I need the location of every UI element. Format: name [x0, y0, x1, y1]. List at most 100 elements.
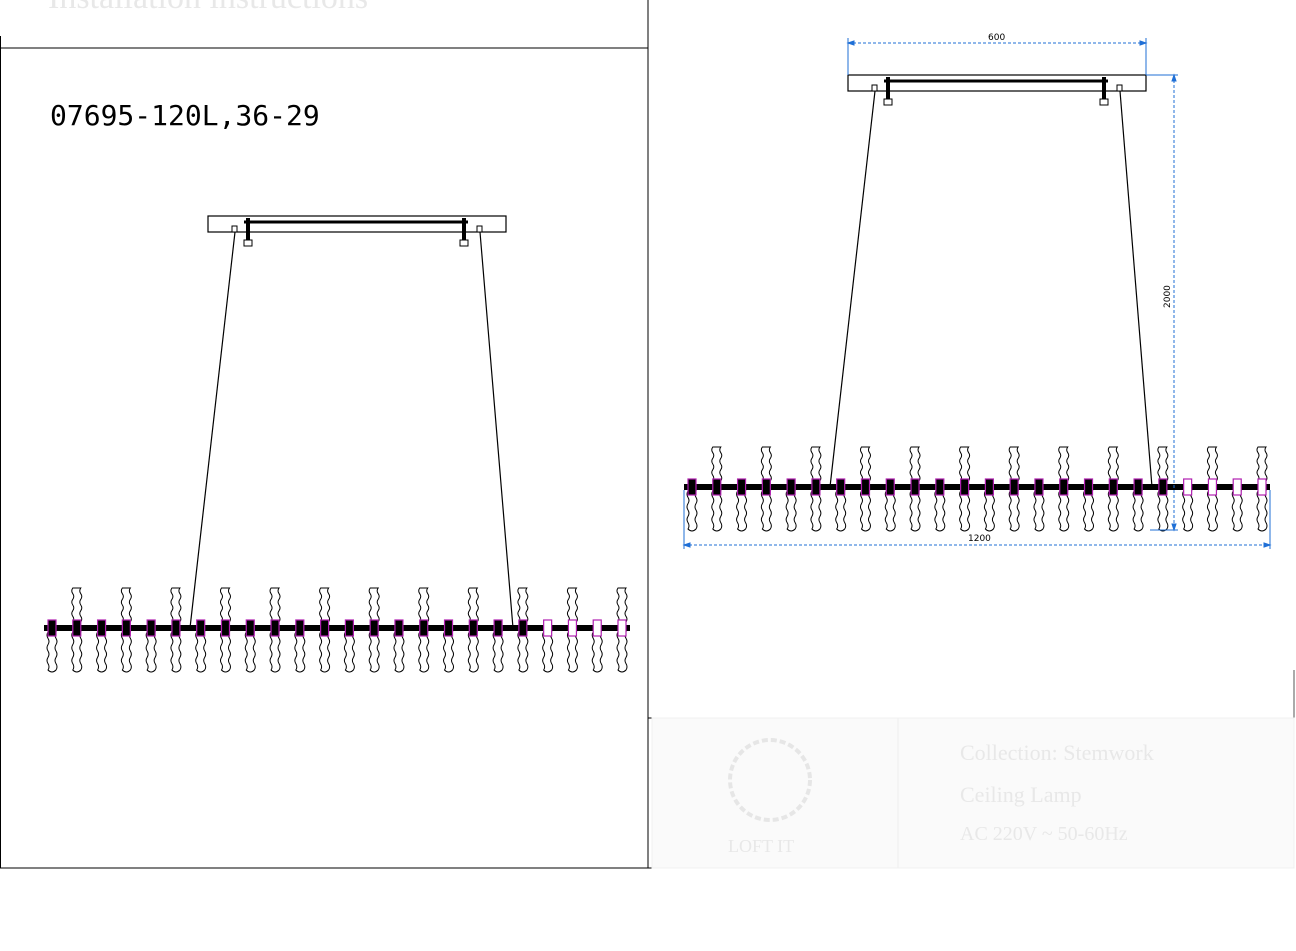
crystal-holder: [220, 619, 231, 637]
crystal-element: [760, 446, 772, 484]
crystal-element: [219, 631, 231, 673]
brand-logo: [728, 738, 812, 822]
right-canopy-screw-right: [1099, 77, 1109, 106]
crystal-element: [46, 631, 58, 673]
crystal-element: [219, 587, 231, 625]
crystal-holder: [171, 619, 181, 637]
crystal-element: [418, 587, 430, 625]
crystal-element: [760, 490, 772, 532]
crystal-holder: [468, 619, 478, 637]
crystal-element: [616, 587, 628, 625]
crystal-element: [785, 490, 797, 532]
sheet-title: Installation instructions: [48, 0, 368, 16]
model-number: 07695-120L,36-29: [50, 99, 320, 132]
crystal-holder: [47, 619, 57, 637]
crystal-holder: [295, 619, 305, 637]
crystal-element: [810, 446, 822, 484]
left-light-bar: [44, 587, 630, 673]
crystal-holder: [518, 619, 528, 637]
crystal-holder: [736, 478, 747, 496]
footer-brand-block: LOFT IT Collection: Stemwork Ceiling Lam…: [651, 717, 1295, 869]
crystal-element: [244, 631, 256, 673]
footer-collection: Collection: Stemwork: [960, 740, 1154, 765]
crystal-element: [120, 587, 132, 625]
crystal-element: [711, 446, 723, 484]
crystal-element: [1058, 490, 1070, 532]
crystal-element: [566, 631, 578, 673]
light-bar-rod: [44, 625, 630, 631]
crystal-element: [711, 490, 723, 532]
crystal-holder: [1059, 478, 1069, 496]
crystal-holder: [786, 478, 796, 496]
footer-category: Ceiling Lamp: [960, 782, 1082, 807]
crystal-holder: [860, 478, 871, 496]
crystal-element: [909, 490, 921, 532]
crystal-element: [686, 490, 698, 532]
crystal-element: [1008, 490, 1020, 532]
crystal-element: [1206, 446, 1218, 484]
crystal-element: [517, 587, 529, 625]
right-suspension-cable-right: [1119, 90, 1153, 488]
crystal-element: [120, 631, 132, 673]
light-bar-rod: [684, 484, 1270, 490]
crystal-element: [1157, 490, 1169, 532]
crystal-element: [393, 631, 405, 673]
right-fixture-drawing: 600 2000 1200: [682, 33, 1272, 549]
crystal-element: [467, 587, 479, 625]
crystal-holder: [885, 478, 895, 496]
crystal-element: [884, 490, 896, 532]
crystal-holder: [811, 478, 821, 496]
crystal-element: [736, 490, 748, 532]
crystal-holder: [443, 619, 454, 637]
left-canopy-screw-right: [459, 218, 469, 247]
crystal-element: [959, 490, 971, 532]
right-canopy-screw-left: [883, 77, 893, 106]
crystal-holder: [1232, 478, 1242, 496]
crystal-element: [1256, 490, 1268, 532]
crystal-holder: [1257, 478, 1267, 496]
crystal-holder: [419, 619, 429, 637]
crystal-element: [616, 631, 628, 673]
right-light-bar: [684, 446, 1270, 532]
crystal-element: [859, 446, 871, 484]
crystal-element: [1033, 490, 1045, 532]
crystal-holder: [960, 478, 970, 496]
dimension-fixture-length-label: 1200: [968, 534, 991, 544]
dimension-fixture-length: [682, 490, 1272, 549]
crystal-element: [835, 490, 847, 532]
crystal-element: [319, 631, 331, 673]
crystal-holder: [1207, 478, 1218, 496]
crystal-holder: [984, 478, 994, 496]
crystal-holder: [836, 478, 846, 496]
crystal-holder: [196, 619, 206, 637]
crystal-element: [859, 490, 871, 532]
crystal-element: [1182, 490, 1194, 532]
crystal-holder: [96, 619, 107, 637]
crystal-element: [1132, 490, 1144, 532]
crystal-holder: [1083, 478, 1094, 496]
crystal-element: [1231, 490, 1243, 532]
crystal-element: [1058, 446, 1070, 484]
crystal-holder: [687, 478, 697, 496]
crystal-holder: [394, 619, 404, 637]
crystal-holder: [72, 619, 82, 637]
crystal-holder: [245, 619, 255, 637]
crystal-holder: [320, 619, 330, 637]
crystal-element: [517, 631, 529, 673]
crystal-element: [909, 446, 921, 484]
crystal-holder: [369, 619, 379, 637]
crystal-element: [492, 631, 504, 673]
crystal-holder: [121, 619, 131, 637]
left-panel-frame: [0, 0, 1295, 869]
crystal-element: [294, 631, 306, 673]
crystal-holder: [146, 619, 156, 637]
crystal-element: [542, 631, 554, 673]
crystal-holder: [543, 619, 553, 637]
left-canopy: [207, 215, 507, 233]
left-suspension-cable-right: [479, 231, 514, 629]
crystal-holder: [1108, 478, 1118, 496]
crystal-element: [1157, 446, 1169, 484]
crystal-holder: [761, 478, 771, 496]
crystal-element: [145, 631, 157, 673]
